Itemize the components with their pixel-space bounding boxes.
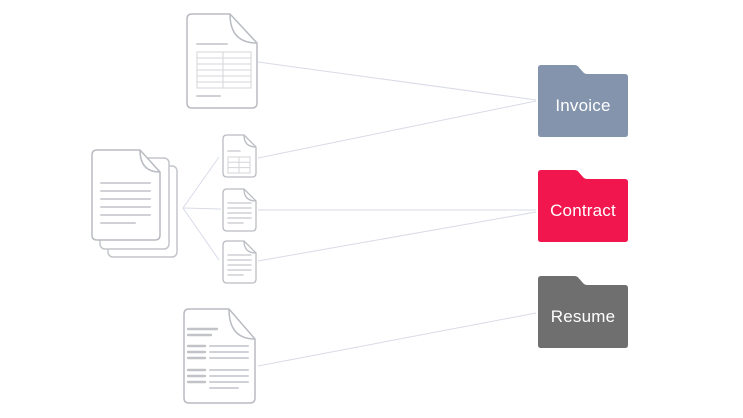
folder-label: Resume (550, 306, 616, 326)
folder-invoice: Invoice (538, 65, 628, 137)
connector-line-doc-invoice-large-to-folder-invoice (257, 61, 537, 101)
connector-line-document-stack-to-doc-invoice-small (182, 156, 220, 209)
text-document-small-icon (222, 240, 257, 284)
connector-line-doc-invoice-small-to-folder-invoice (257, 100, 537, 159)
text-document-small-icon (222, 188, 257, 232)
folder-icon (538, 276, 628, 348)
folder-resume: Resume (538, 276, 628, 348)
folder-contract: Contract (538, 170, 628, 242)
folder-label: Contract (550, 200, 616, 220)
stack-page-front-icon (91, 149, 161, 241)
invoice-table-grid-icon (196, 51, 252, 89)
resume-document-icon (183, 308, 256, 404)
connector-line-document-stack-to-doc-text-small-1 (182, 207, 222, 210)
connector-line-doc-resume-large-to-folder-resume (257, 312, 537, 367)
invoice-document-small-icon (222, 134, 257, 178)
invoice-document-large-icon (186, 13, 258, 109)
connector-line-doc-text-small-2-to-folder-contract (257, 211, 537, 262)
folder-icon (538, 65, 628, 137)
folder-label: Invoice (555, 95, 611, 115)
document-stack-icon (91, 149, 178, 258)
connector-line-document-stack-to-doc-text-small-2 (182, 207, 220, 261)
folder-icon (538, 170, 628, 242)
invoice-table-grid-small-icon (227, 156, 251, 174)
